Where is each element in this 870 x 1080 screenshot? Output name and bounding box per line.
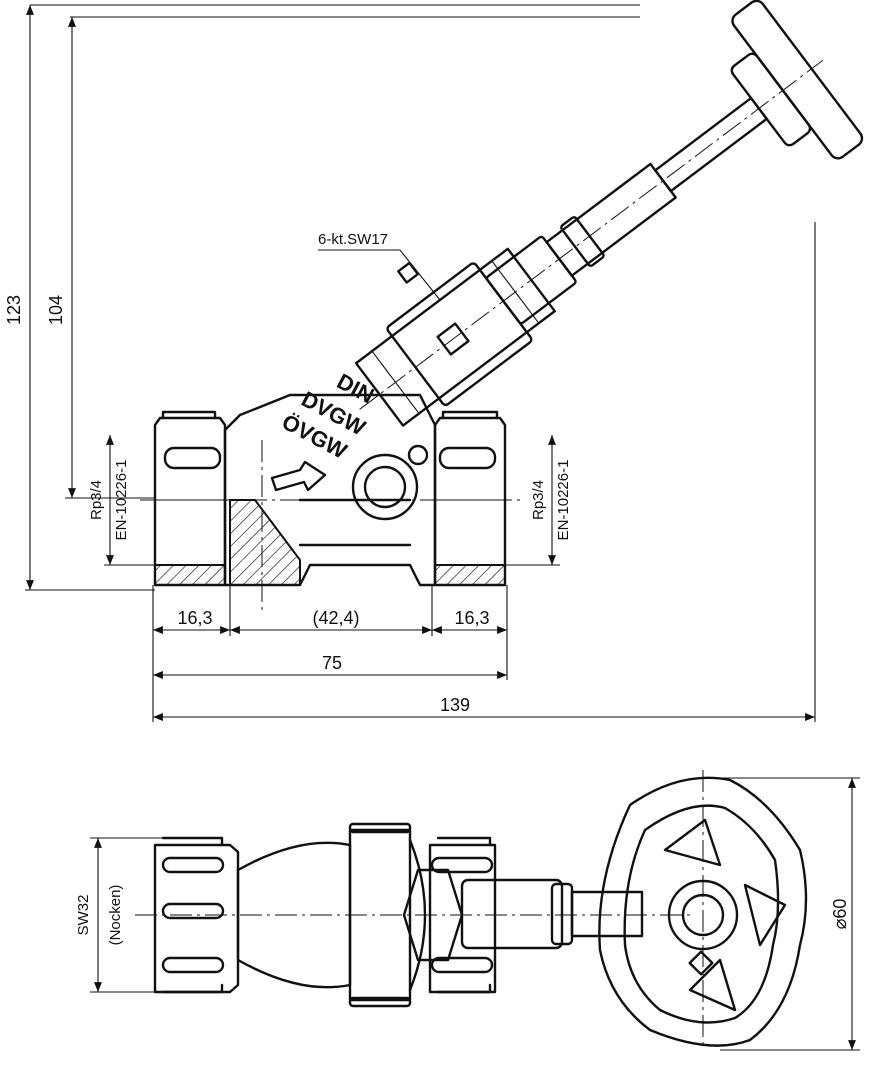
handwheel-diameter-label: ⌀60: [830, 899, 850, 930]
hex-callout: 6-kt.SW17: [318, 231, 441, 301]
body-length-label: 75: [322, 653, 342, 673]
wrench-size-dimension: SW32 (Nocken): [75, 837, 162, 993]
center-height-label: 104: [46, 295, 66, 325]
thread-left-standard: EN-10226-1: [113, 460, 130, 541]
thread-right-standard: EN-10226-1: [555, 460, 572, 541]
wrench-size-label: SW32: [75, 895, 92, 936]
hex-callout-label: 6-kt.SW17: [318, 231, 388, 248]
overall-height-label: 123: [4, 295, 24, 325]
wrench-note-label: (Nocken): [107, 885, 124, 946]
top-handwheel: [598, 770, 808, 1050]
thread-left: Rp3/4 EN-10226-1: [88, 435, 160, 566]
top-view: SW32 (Nocken): [75, 770, 860, 1051]
handwheel-diameter-dimension: ⌀60: [720, 777, 860, 1051]
total-length-label: 139: [440, 695, 470, 715]
valve-body: DIN DVGW ÖVGW: [140, 368, 520, 610]
left-face-label: 16,3: [177, 608, 212, 628]
top-valve-body: [135, 822, 690, 1008]
thread-right: Rp3/4 EN-10226-1: [505, 435, 572, 566]
length-dimensions: 16,3 (42,4) 16,3 75 139: [152, 222, 816, 722]
side-view: 123 104 Rp3/4 EN-10226-1 Rp3/4 EN-10226-…: [4, 0, 864, 722]
right-face-label: 16,3: [454, 608, 489, 628]
height-dimensions: 123 104: [4, 4, 640, 591]
middle-length-label: (42,4): [312, 608, 359, 628]
valve-bonnet-stem: [354, 0, 864, 427]
thread-right-size: Rp3/4: [530, 480, 547, 520]
thread-left-size: Rp3/4: [88, 480, 105, 520]
